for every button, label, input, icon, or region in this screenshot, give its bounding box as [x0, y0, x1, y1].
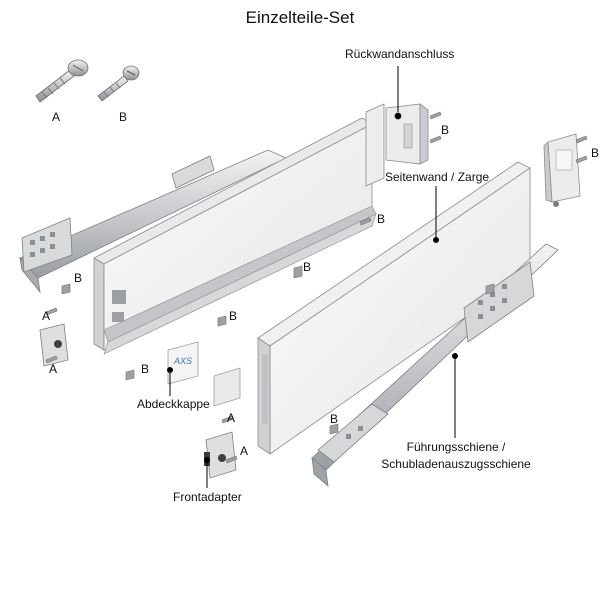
screw-a-key: A: [52, 110, 61, 124]
leader-lines: [167, 66, 458, 488]
marker-a-upper-1: A: [42, 309, 51, 323]
label-seitenwand-zarge: Seitenwand / Zarge: [385, 170, 490, 184]
small-screws: [45, 111, 588, 464]
back-wall-connector: [385, 103, 429, 165]
marker-a-lower-2: A: [240, 444, 249, 458]
front-adapter-lower: [204, 431, 237, 479]
marker-b-cover: B: [141, 362, 150, 376]
marker-a-upper-2: A: [49, 362, 58, 376]
marker-b-backwall-right: B: [591, 146, 600, 160]
marker-b-right-rail: B: [330, 412, 339, 426]
marker-b-panel-top: B: [377, 212, 386, 226]
marker-b-panel-mid: B: [303, 260, 312, 274]
screw-b-key: B: [119, 110, 128, 124]
screw-a-icon: [35, 59, 89, 103]
screw-b-icon: [97, 65, 140, 102]
marker-a-lower-1: A: [227, 411, 236, 425]
back-wall-connector-right: [543, 133, 581, 207]
right-drawer-side-panel: [257, 161, 531, 455]
label-fuehrungsschiene-line1: Führungsschiene /: [406, 440, 506, 454]
label-fuehrungsschiene-line2: Schubladenauszugsschiene: [381, 457, 531, 471]
label-abdeckkappe: Abdeckkappe: [137, 397, 210, 411]
marker-b-left-rail: B: [74, 271, 83, 285]
marker-b-backwall: B: [441, 123, 450, 137]
cover-cap-plain: [213, 367, 241, 407]
page-title: Einzelteile-Set: [245, 8, 355, 27]
cover-cap-logo: AXS: [167, 341, 199, 385]
label-rueckwandanschluss: Rückwandanschluss: [345, 47, 455, 61]
left-drawer-side-panel: [93, 103, 385, 355]
cover-logo-text: AXS: [173, 356, 192, 366]
front-adapter-upper: [39, 323, 69, 367]
marker-b-panel-low: B: [229, 309, 238, 323]
right-runner-rail: [311, 243, 559, 487]
label-frontadapter: Frontadapter: [173, 490, 242, 504]
